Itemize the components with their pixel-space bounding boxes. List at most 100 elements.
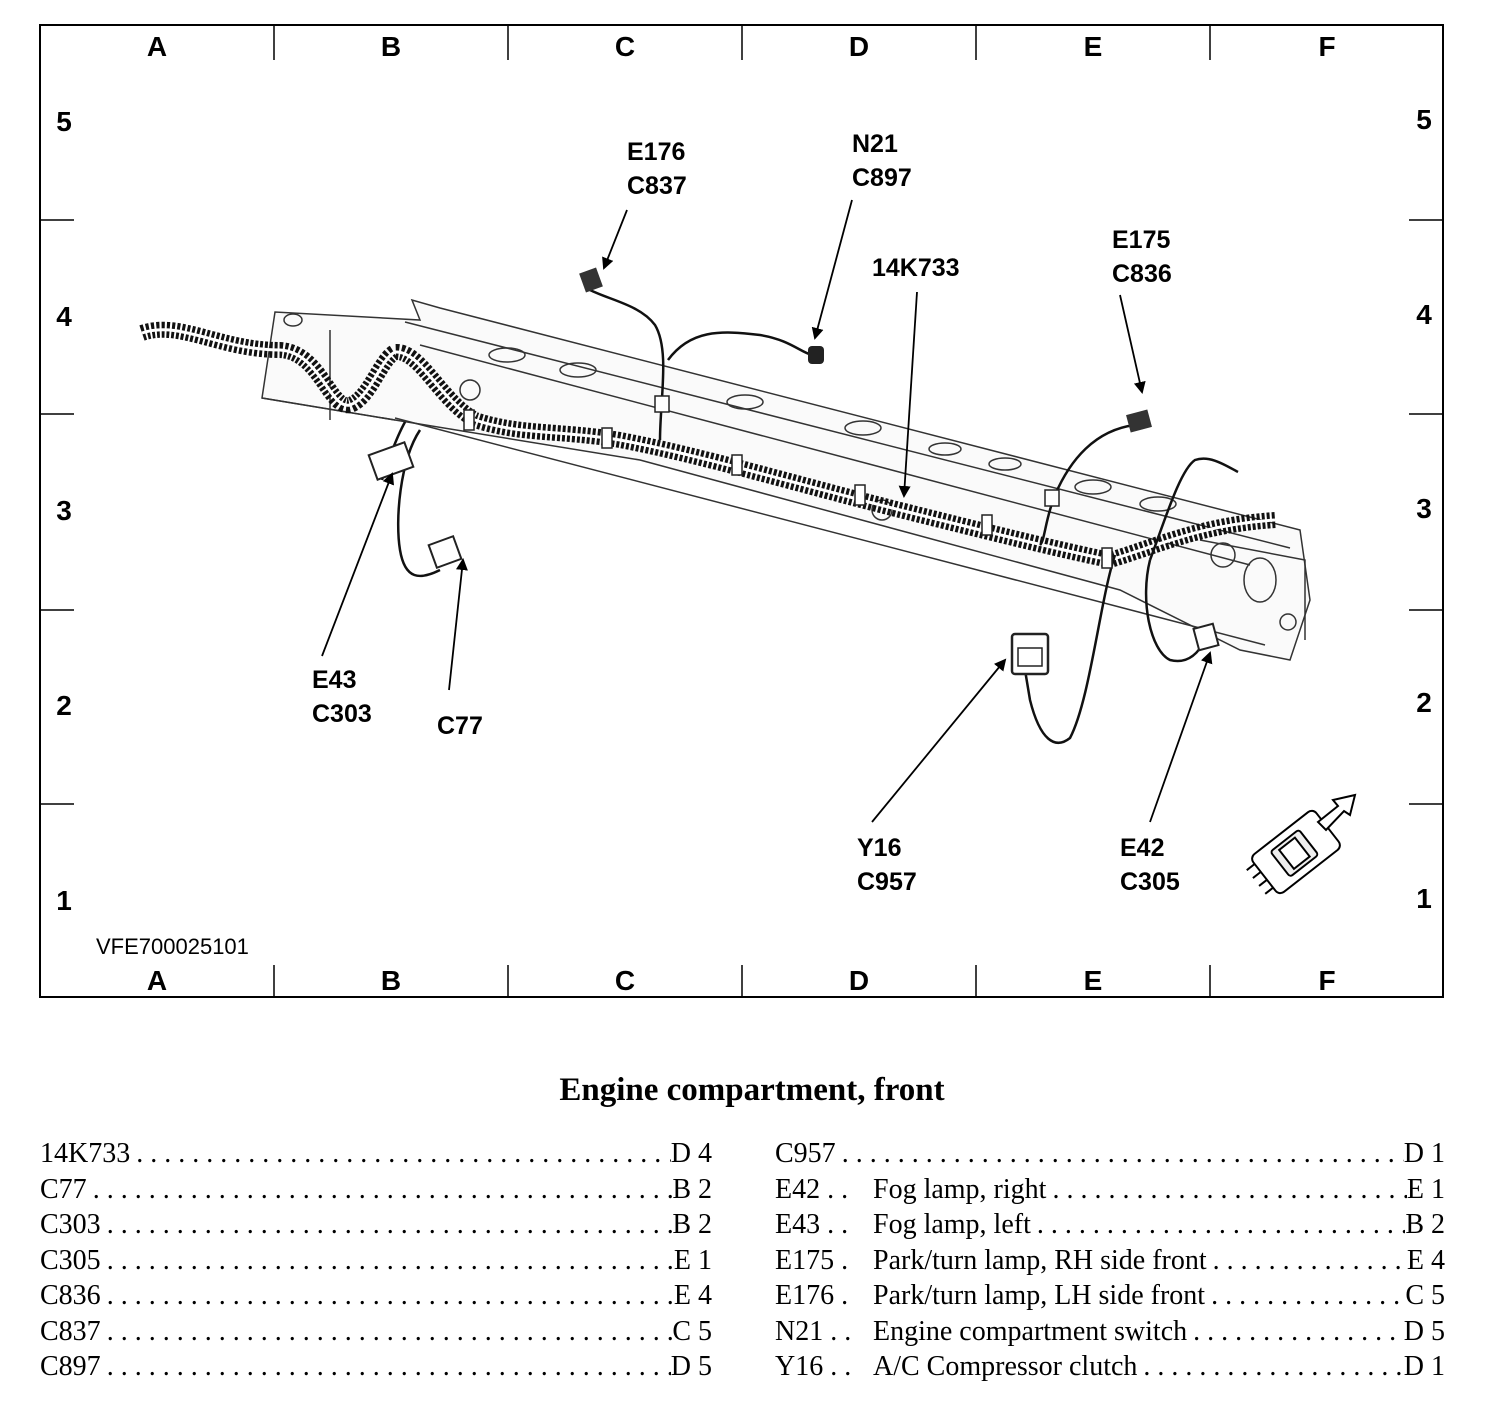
grid-row-right-4: 4 [1416,299,1432,330]
grid-row-left-5: 5 [56,106,72,137]
legend-code: E176 . [775,1280,849,1311]
callout-e175: E175 [1112,226,1170,254]
grid-row-right-5: 5 [1416,104,1432,135]
wiring-harness-main [139,321,1276,569]
legend-row: E176 . Park/turn lamp, LH side front C 5 [775,1280,1445,1316]
legend-location: B 2 [672,1173,712,1205]
legend-location: D 5 [1403,1315,1445,1347]
grid-row-left-1: 1 [56,885,72,916]
callout-y16: Y16 [857,834,901,862]
grid-col-top-b: B [381,31,401,62]
legend-description: Park/turn lamp, LH side front [873,1280,1206,1311]
connector-c836 [1126,409,1152,433]
legend-code: C303 [40,1209,101,1240]
legend-description: Park/turn lamp, RH side front [873,1244,1207,1276]
callout-14k733: 14K733 [872,254,960,282]
figure-id: VFE700025101 [96,934,249,959]
connector-c957 [1010,632,1050,676]
legend-row: E175 . Park/turn lamp, RH side front E 4 [775,1245,1445,1281]
connector-c897 [808,346,824,364]
legend-row: C897 D 5 [40,1351,712,1387]
connector-c303 [367,441,415,481]
legend-code: E175 . [775,1244,849,1276]
legend-location: B 2 [1405,1209,1445,1240]
legend-code: 14K733 [40,1138,131,1169]
grid-row-left-4: 4 [56,301,72,332]
grid-col-top-e: E [1084,31,1103,62]
grid-col-top-d: D [849,31,869,62]
callout-n21: N21 [852,130,898,158]
legend-left-column: 14K733 D 4 C77 B 2 C303 B 2 C305 E 1 C836 E 4… [40,1138,712,1387]
callout-c836: C836 [1112,260,1172,288]
callout-arrows [321,199,1213,823]
harness-diagram: A B C D E F A B C D E F 5 4 3 2 1 5 4 3 … [39,24,1444,998]
legend-row: E42 . . Fog lamp, right E 1 [775,1174,1445,1210]
grid-row-right-1: 1 [1416,883,1432,914]
legend-description: Engine compartment switch [873,1315,1188,1347]
diagram-frame [39,24,1444,998]
grid-col-bottom-a: A [147,965,167,996]
legend-location: D 1 [1403,1138,1445,1169]
legend-row: C836 E 4 [40,1280,712,1316]
grid-row-right-2: 2 [1416,687,1432,718]
legend-location: D 5 [670,1351,712,1382]
legend-location: E 1 [1406,1173,1445,1205]
legend-row: C303 B 2 [40,1209,712,1245]
grid-col-bottom-f: F [1318,965,1335,996]
grid-row-left-3: 3 [56,495,72,526]
legend-location: E 4 [673,1280,712,1311]
grid-row-left-2: 2 [56,690,72,721]
legend-code: C957 [775,1138,836,1169]
grid-row-right-3: 3 [1416,493,1432,524]
grid-col-bottom-b: B [381,965,401,996]
legend-row: N21 . . Engine compartment switch D 5 [775,1316,1445,1352]
grid-ticks [40,25,1443,997]
legend-code: C305 [40,1244,101,1276]
legend-location: B 2 [672,1209,712,1240]
grid-col-top-c: C [615,31,635,62]
callout-c305: C305 [1120,868,1180,896]
legend-code: C836 [40,1280,101,1311]
legend-description: A/C Compressor clutch [873,1351,1138,1382]
harness-clips [463,395,1113,569]
callout-e43: E43 [312,666,356,694]
legend-code: C837 [40,1315,101,1347]
callout-c837: C837 [627,172,687,200]
grid-col-bottom-c: C [615,965,635,996]
legend-location: C 5 [1405,1280,1445,1311]
legend-row: E43 . . Fog lamp, left B 2 [775,1209,1445,1245]
grid-col-top-f: F [1318,31,1335,62]
legend-code: E42 . . [775,1173,849,1205]
legend-code: C77 [40,1173,87,1205]
legend-code: Y16 . . [775,1351,852,1382]
callout-c303: C303 [312,700,372,728]
connector-c77 [427,534,463,570]
callout-e42: E42 [1120,834,1164,862]
legend-right-column: C957 D 1 E42 . . Fog lamp, right E 1 E43 . … [775,1138,1445,1387]
legend-title: Engine compartment, front [559,1072,945,1108]
grid-col-bottom-d: D [849,965,869,996]
legend-row: C305 E 1 [40,1245,712,1281]
connector-c305 [1192,622,1220,652]
callout-c77: C77 [437,712,483,740]
grid-col-top-a: A [147,31,167,62]
legend-location: D 4 [670,1138,712,1169]
legend-location: E 1 [673,1244,712,1276]
legend-location: D 1 [1403,1351,1445,1382]
legend-code: N21 . . [775,1315,852,1347]
legend-code: E43 . . [775,1209,849,1240]
legend-description: Fog lamp, right [873,1173,1047,1205]
legend-row: C837 C 5 [40,1316,712,1352]
legend-row: C957 D 1 [775,1138,1445,1174]
legend-location: C 5 [672,1315,712,1347]
legend-code: C897 [40,1351,101,1382]
callout-c897: C897 [852,164,912,192]
legend-row: C77 B 2 [40,1174,712,1210]
callout-e176: E176 [627,138,685,166]
legend-description: Fog lamp, left [873,1209,1031,1240]
legend-row: Y16 . . A/C Compressor clutch D 1 [775,1351,1445,1387]
legend-location: E 4 [1406,1244,1445,1276]
callout-c957: C957 [857,868,917,896]
vehicle-front-arrow-icon [1246,793,1357,895]
grid-col-bottom-e: E [1084,965,1103,996]
